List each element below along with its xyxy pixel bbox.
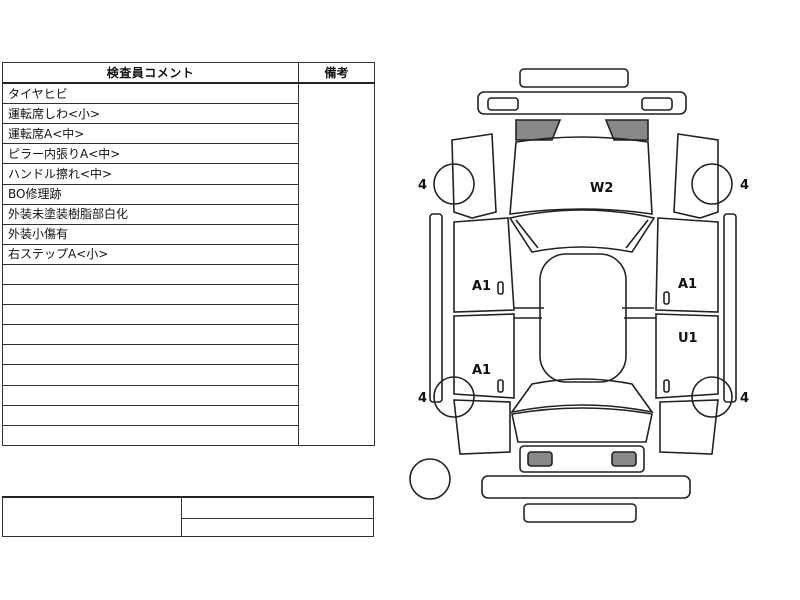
rear-left-light [527, 451, 553, 467]
inspector-comments-header: 検査員コメント [2, 62, 299, 85]
remarks-cell [298, 344, 375, 365]
left-front-fender [451, 133, 497, 219]
remarks-cell [298, 244, 375, 265]
tire-rear-right [691, 376, 733, 418]
remarks-header: 備考 [298, 62, 375, 85]
tire-rear-left-mark: 4 [418, 391, 427, 406]
remarks-cell [298, 304, 375, 325]
tire-front-right-mark: 4 [740, 178, 749, 193]
remarks-cell [298, 143, 375, 164]
tire-front-left [433, 163, 475, 205]
comment-row [2, 384, 375, 406]
comment-row [2, 344, 375, 366]
comment-row: BO修理跡 [2, 183, 375, 205]
comment-row [2, 404, 375, 426]
comment-row: 右ステップA<小> [2, 243, 375, 265]
comment-row [2, 284, 375, 306]
comment-text: 右ステップA<小> [2, 243, 299, 265]
comment-row [2, 424, 375, 446]
comment-text [2, 324, 299, 346]
right-front-door-mark: A1 [678, 277, 697, 292]
rear-bumper [481, 475, 691, 499]
remarks-cell [298, 385, 375, 406]
tire-front-left-mark: 4 [418, 178, 427, 193]
windshield-mark: W2 [590, 181, 613, 196]
comment-text: 外装未塗装樹脂部白化 [2, 203, 299, 225]
remarks-cell [298, 163, 375, 185]
comment-text: タイヤヒビ [2, 82, 299, 105]
comment-text: 運転席A<中> [2, 123, 299, 145]
comment-row: 運転席しわ<小> [2, 103, 375, 125]
right-rear-door-mark: U1 [678, 331, 698, 346]
comment-row: 外装小傷有 [2, 223, 375, 245]
left-rear-door-mark: A1 [472, 363, 491, 378]
remarks-cell [298, 284, 375, 305]
tire-rear-left [433, 376, 475, 418]
left-rear-fender [453, 399, 511, 455]
comment-row: 外装未塗装樹脂部白化 [2, 203, 375, 225]
comment-text [2, 344, 299, 366]
remarks-cell [298, 264, 375, 285]
tire-front-right [691, 163, 733, 205]
trunk [511, 407, 653, 443]
comment-text: 運転席しわ<小> [2, 103, 299, 125]
comment-row: ピラー内張りA<中> [2, 143, 375, 165]
hood [509, 136, 653, 215]
comment-text: ハンドル擦れ<中> [2, 163, 299, 185]
left-rear-door [453, 313, 515, 399]
comment-row [2, 324, 375, 346]
left-step [429, 213, 443, 403]
left-front-door [453, 217, 515, 313]
comment-text: ピラー内張りA<中> [2, 143, 299, 165]
comment-text [2, 263, 299, 286]
right-step [723, 213, 737, 403]
front-bumper [519, 68, 629, 88]
right-front-door [655, 217, 719, 313]
spare-tire [409, 458, 451, 500]
front-right-headlight [604, 119, 649, 141]
rear-window [510, 378, 654, 414]
comment-text: 外装小傷有 [2, 223, 299, 245]
roof [539, 253, 627, 383]
right-front-fender [673, 133, 719, 219]
windshield [508, 209, 656, 253]
front-left-headlight [515, 119, 562, 141]
comment-text [2, 304, 299, 326]
rear-right-light [611, 451, 637, 467]
comment-row: タイヤヒビ [2, 82, 375, 105]
comment-row: 運転席A<中> [2, 123, 375, 145]
right-rear-door [655, 313, 719, 399]
remarks-cell [298, 425, 375, 446]
comment-row [2, 304, 375, 326]
comment-text [2, 404, 299, 426]
right-rear-fender [659, 399, 719, 455]
footer-box [2, 496, 374, 537]
remarks-cell [298, 123, 375, 144]
inspection-sheet: 検査員コメント 備考 タイヤヒビ運転席しわ<小>運転席A<中>ピラー内張りA<中… [0, 62, 800, 538]
comment-text: BO修理跡 [2, 183, 299, 205]
remarks-cell [298, 324, 375, 345]
comment-text [2, 424, 299, 446]
comment-row [2, 364, 375, 386]
remarks-cell [298, 103, 375, 124]
remarks-cell [298, 204, 375, 225]
comment-text [2, 284, 299, 306]
vehicle-damage-diagram: 4 4 4 4 W2 A1 A1 A1 U1 [374, 62, 800, 538]
comment-text [2, 364, 299, 386]
remarks-cell [298, 364, 375, 385]
comment-row: ハンドル擦れ<中> [2, 163, 375, 185]
remarks-cell [298, 405, 375, 426]
remarks-cell [298, 184, 375, 205]
tire-rear-right-mark: 4 [740, 391, 749, 406]
left-front-door-mark: A1 [472, 279, 491, 294]
remarks-cell [298, 224, 375, 245]
inspector-comments-table: 検査員コメント 備考 タイヤヒビ運転席しわ<小>運転席A<中>ピラー内張りA<中… [2, 62, 375, 446]
comment-row [2, 263, 375, 286]
front-grille [477, 91, 687, 115]
remarks-cell [298, 83, 375, 104]
comment-text [2, 384, 299, 406]
